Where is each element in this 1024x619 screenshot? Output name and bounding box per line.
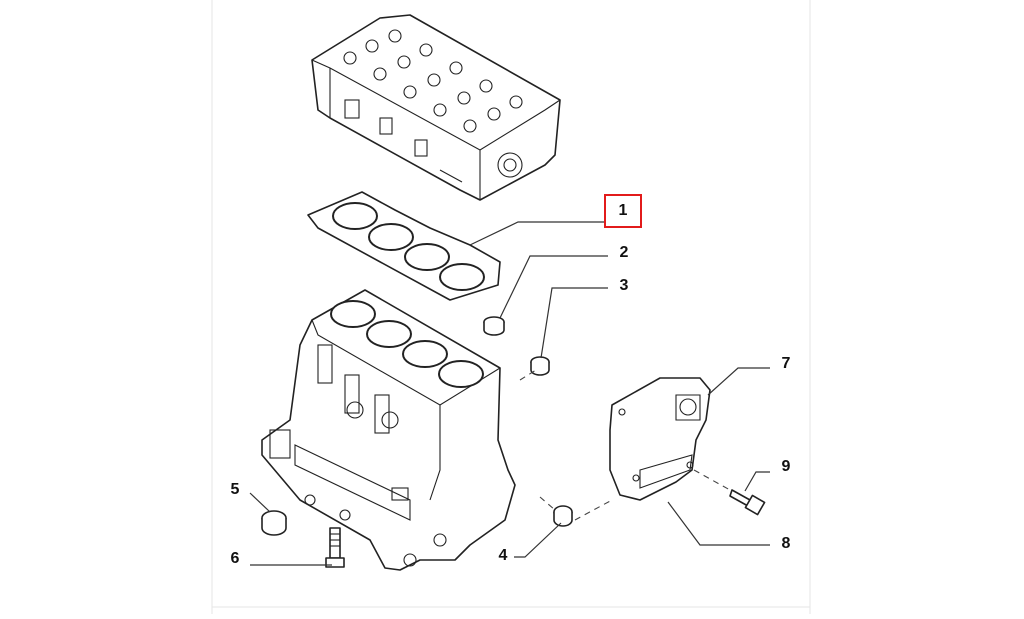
callout-6[interactable]: 6 [230,550,240,567]
leader-line-2 [499,255,608,319]
callout-7[interactable]: 7 [781,355,791,372]
leader-line-5 [249,492,271,513]
leader-line-4 [514,522,562,558]
cover-plate [609,377,711,501]
alignment-dash-3 [519,369,537,381]
alignment-dash-9 [693,469,731,491]
leader-line-1 [469,221,604,246]
bushing-4 [553,505,573,527]
leader-line-9 [744,471,770,492]
leader-line-3 [540,287,608,359]
cylinder-head [311,14,561,201]
engine-block [261,289,516,571]
callout-1[interactable]: 1 [604,194,642,228]
bushing-5 [261,510,287,536]
callout-2[interactable]: 2 [619,244,629,261]
alignment-dash-4b [574,499,613,521]
leader-line-7 [707,367,770,396]
alignment-dash-4a [539,496,556,511]
leader-line-8 [667,501,770,546]
callout-4[interactable]: 4 [498,547,508,564]
dowel-sleeve-3 [530,356,550,376]
callout-3[interactable]: 3 [619,277,629,294]
dowel-sleeve-2 [483,316,505,336]
callout-5[interactable]: 5 [230,481,240,498]
callout-8[interactable]: 8 [781,535,791,552]
bolt-6 [325,527,345,568]
bolt-9 [729,489,766,516]
callout-9[interactable]: 9 [781,458,791,475]
head-gasket [307,191,501,301]
